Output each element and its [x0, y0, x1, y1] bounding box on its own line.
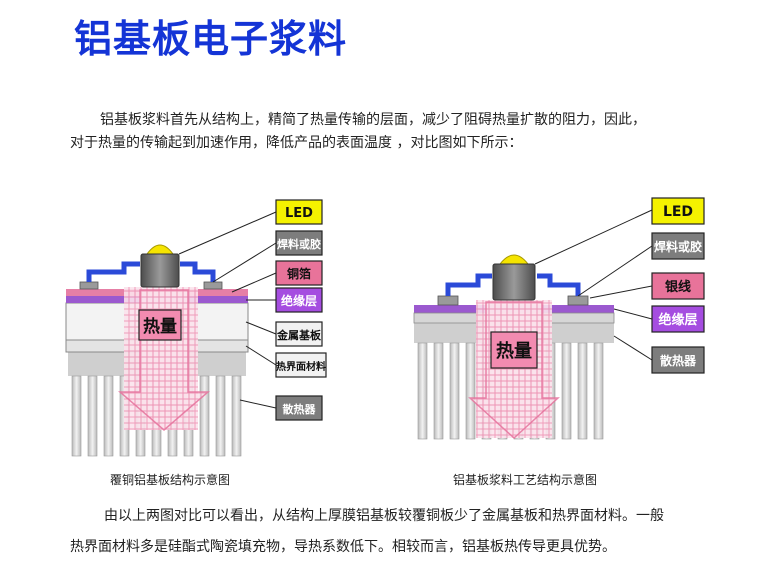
left-label-led: LED [285, 206, 313, 221]
left-diagram-caption: 覆铜铝基板结构示意图 [110, 473, 231, 487]
left-label-copper: 铜箔 [287, 266, 311, 281]
right-heat-label-box [490, 331, 538, 369]
right-diagram: 热量 LED 焊料或胶 银线 绝缘层 散热器 [413, 197, 705, 440]
left-wire-left [86, 261, 140, 282]
right-leader-lines [534, 209, 653, 361]
left-label-insulation-box [275, 287, 323, 313]
right-label-sink: 散热器 [660, 353, 697, 368]
intro-line-2: 对于热量的传输起到加速作用，降低产品的表面温度 ，对比图如下所示： [70, 135, 523, 151]
right-label-silver: 银线 [665, 279, 691, 295]
right-label-insulation: 绝缘层 [658, 312, 697, 328]
left-label-sink: 散热器 [283, 402, 317, 416]
left-label-substrate-box [275, 321, 323, 347]
conclusion-line-1: 由以上两图对比可以看出，从结构上厚膜铝基板较覆铜板少了金属基板和热界面材料。一般 [104, 508, 664, 524]
left-diagram: 热量 LED 焊料或胶 铜箔 绝缘层 金属基板 热界面材料 散热器 [65, 199, 327, 457]
left-label-copper-box [275, 260, 323, 286]
right-label-solder: 焊料或胶 [654, 239, 702, 254]
right-label-led-box [651, 197, 705, 225]
right-label-insulation-box [651, 305, 705, 333]
right-label-solder-box [651, 232, 705, 260]
right-wire-right [537, 273, 581, 296]
right-diagram-caption: 铝基板浆料工艺结构示意图 [453, 473, 598, 487]
left-label-tim: 热界面材料 [276, 360, 326, 373]
right-label-led: LED [663, 204, 693, 220]
right-heat-label: 热量 [496, 340, 532, 362]
left-label-tim-box [275, 352, 327, 378]
left-leader-lines [178, 211, 277, 409]
left-label-solder-box [275, 230, 323, 256]
left-heat-label-box [138, 309, 182, 341]
intro-line-1: 铝基板浆料首先从结构上，精简了热量传输的层面，减少了阻碍热量扩散的阻力，因此， [100, 112, 646, 128]
left-heat-label: 热量 [143, 316, 177, 337]
left-label-insulation: 绝缘层 [281, 293, 317, 308]
right-label-sink-box [651, 346, 705, 374]
right-led-body [492, 263, 536, 301]
right-led-dome [498, 254, 530, 265]
left-label-led-box [275, 199, 323, 225]
left-wire-right [180, 261, 216, 282]
right-label-silver-box [651, 272, 705, 300]
conclusion-line-2: 热界面材料多是硅酯式陶瓷填充物，导热系数低下。相较而言，铝基板热传导更具优势。 [70, 539, 616, 555]
left-label-substrate: 金属基板 [276, 328, 322, 342]
left-led-dome [146, 244, 174, 255]
page-title: 铝基板电子浆料 [74, 17, 348, 61]
right-wire-left [445, 273, 492, 296]
left-label-solder: 焊料或胶 [277, 237, 321, 251]
left-label-sink-box [275, 395, 323, 421]
left-led-body [140, 253, 180, 288]
